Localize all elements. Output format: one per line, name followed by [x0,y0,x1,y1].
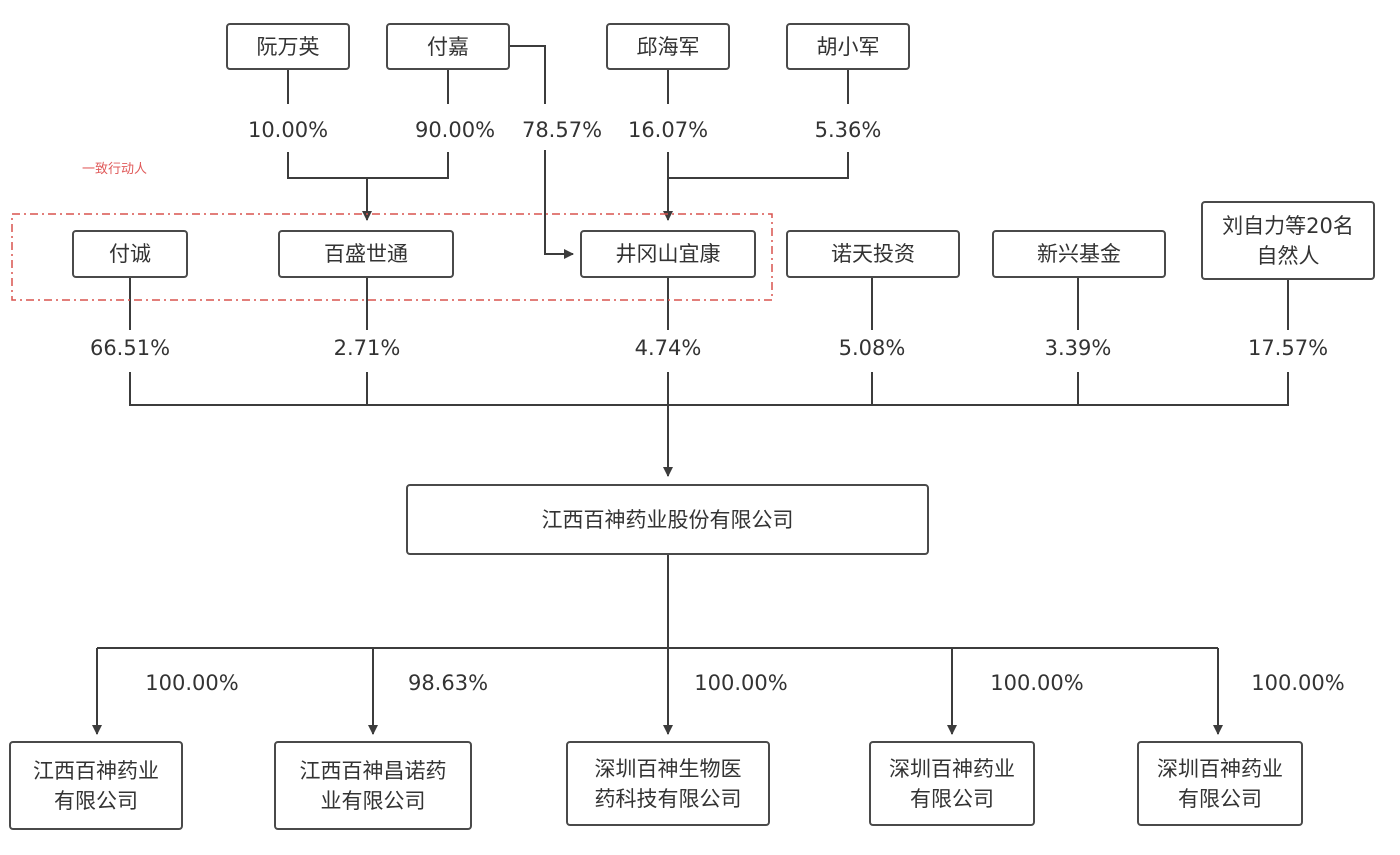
pct-jinggangshan: 4.74% [634,336,702,360]
pct-baisheng: 2.71% [333,336,401,360]
pct-subsidiary-1: 100.00% [145,671,239,695]
person-qiu-haijun: 邱海军 [606,23,730,70]
pct-fujia-to-baisheng: 90.00% [414,118,496,142]
subsidiary-3: 深圳百神生物医药科技有限公司 [566,741,770,826]
shareholder-baisheng-shitong: 百盛世通 [278,230,454,278]
pct-ruan-to-baisheng: 10.00% [247,118,329,142]
pct-hu-to-jinggangshan: 5.36% [814,118,882,142]
concert-party-boundary [11,213,773,301]
subsidiary-2: 江西百神昌诺药业有限公司 [274,741,472,830]
shareholder-xinxing-fund: 新兴基金 [992,230,1166,278]
subsidiary-4: 深圳百神药业有限公司 [869,741,1035,826]
pct-subsidiary-4: 100.00% [990,671,1084,695]
person-ruan-wanying: 阮万英 [226,23,350,70]
shareholder-liu-zili-group: 刘自力等20名 自然人 [1201,201,1375,280]
pct-liu-zili-group: 17.57% [1247,336,1329,360]
shareholder-nuotian-investment: 诺天投资 [786,230,960,278]
pct-nuotian: 5.08% [838,336,906,360]
pct-qiu-to-jinggangshan: 16.07% [627,118,709,142]
pct-fujia-to-jinggangshan: 78.57% [521,118,603,142]
subsidiary-5: 深圳百神药业有限公司 [1137,741,1303,826]
person-fu-jia: 付嘉 [386,23,510,70]
subsidiary-1: 江西百神药业有限公司 [9,741,183,830]
pct-xinxing: 3.39% [1044,336,1112,360]
shareholder-fu-cheng: 付诚 [72,230,188,278]
pct-subsidiary-5: 100.00% [1251,671,1345,695]
concert-party-label: 一致行动人 [82,162,148,177]
pct-subsidiary-2: 98.63% [407,671,489,695]
person-hu-xiaojun: 胡小军 [786,23,910,70]
shareholder-jinggangshan-yikang: 井冈山宜康 [580,230,756,278]
main-company: 江西百神药业股份有限公司 [406,484,929,555]
pct-subsidiary-3: 100.00% [694,671,788,695]
pct-fu-cheng: 66.51% [89,336,171,360]
